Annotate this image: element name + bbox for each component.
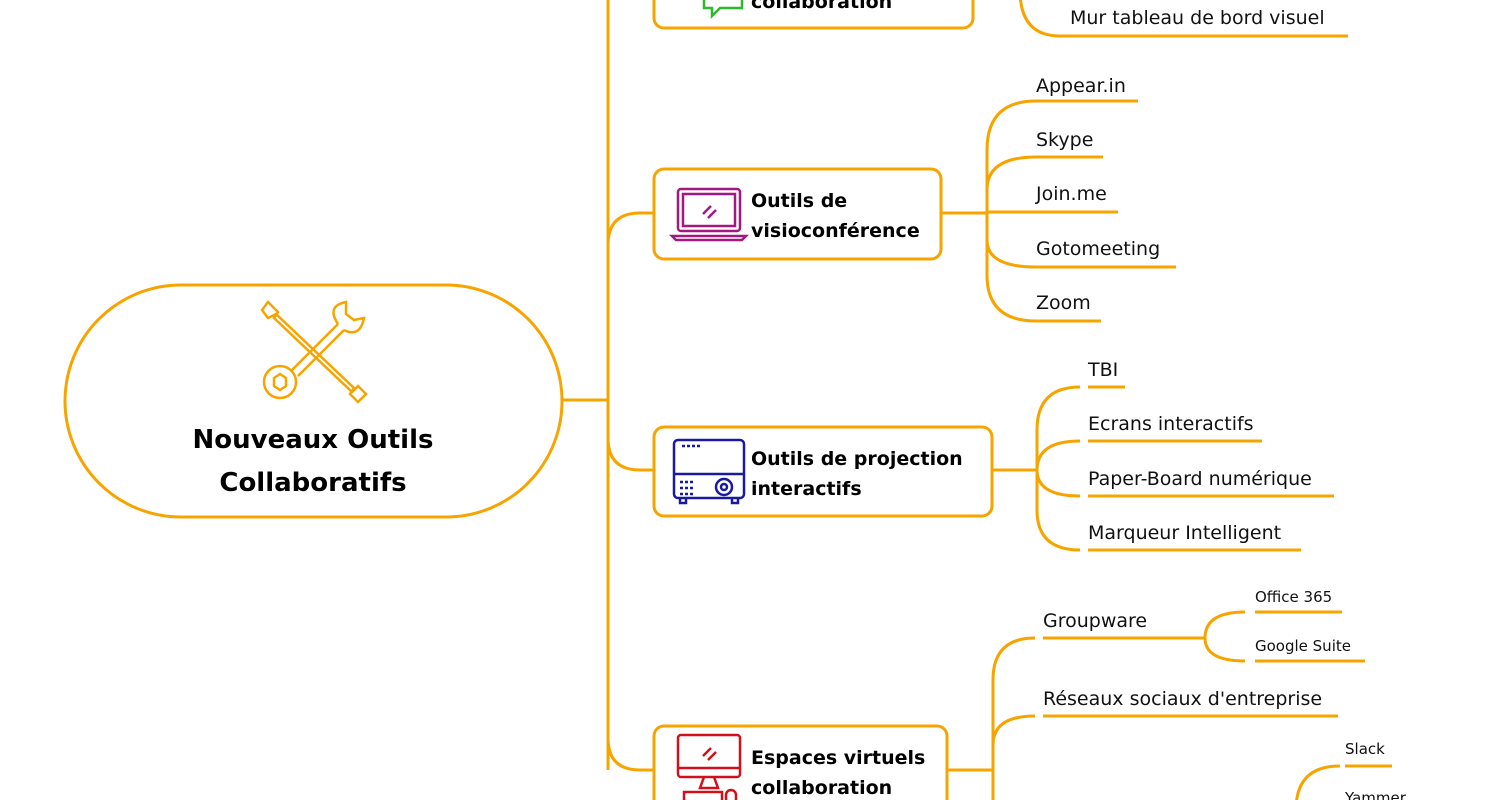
leaf-tbi[interactable]: TBI	[1087, 359, 1118, 381]
branch-2-line2: interactifs	[751, 478, 862, 500]
central-node[interactable]	[63, 283, 564, 519]
chat-icon	[702, 0, 744, 20]
central-title-line2: Collaboratifs	[219, 468, 406, 498]
leaf-gotomeeting[interactable]: Gotomeeting	[1036, 238, 1160, 260]
branch-2-line1: Outils de projection	[751, 448, 963, 470]
branch-espaces-virtuels[interactable]	[652, 724, 949, 800]
leaf-skype[interactable]: Skype	[1036, 129, 1093, 151]
leaf-mur-tableau[interactable]: Mur tableau de bord visuel	[1070, 7, 1325, 29]
tools-icon	[260, 300, 368, 404]
connectors	[562, 0, 1392, 800]
central-title-line1: Nouveaux Outils	[193, 425, 434, 455]
branch-0-label: collaboration	[751, 0, 892, 13]
leaf-appear-in[interactable]: Appear.in	[1036, 75, 1126, 97]
leaf-google-suite[interactable]: Google Suite	[1255, 637, 1351, 655]
branch-1-line1: Outils de	[751, 190, 847, 212]
leaf-ecrans-interactifs[interactable]: Ecrans interactifs	[1088, 413, 1254, 435]
branch-1-line2: visioconférence	[751, 220, 920, 242]
leaf-groupware[interactable]: Groupware	[1043, 610, 1147, 632]
leaf-office-365[interactable]: Office 365	[1255, 588, 1332, 606]
leaf-reseaux-sociaux[interactable]: Réseaux sociaux d'entreprise	[1043, 688, 1322, 710]
leaf-zoom[interactable]: Zoom	[1036, 292, 1091, 314]
desktop-computer-icon	[676, 733, 742, 800]
projector-icon	[672, 438, 746, 505]
leaf-slack[interactable]: Slack	[1345, 740, 1385, 758]
branch-projection[interactable]	[652, 425, 994, 518]
laptop-icon	[668, 187, 750, 242]
branch-visioconference[interactable]	[652, 167, 943, 261]
branch-3-line1: Espaces virtuels	[751, 747, 925, 769]
leaf-marqueur[interactable]: Marqueur Intelligent	[1088, 522, 1281, 544]
leaf-paper-board[interactable]: Paper-Board numérique	[1088, 468, 1312, 490]
leaf-join-me[interactable]: Join.me	[1035, 183, 1107, 205]
branch-3-line2: collaboration	[751, 777, 892, 799]
leaf-yammer[interactable]: Yammer	[1344, 789, 1407, 800]
